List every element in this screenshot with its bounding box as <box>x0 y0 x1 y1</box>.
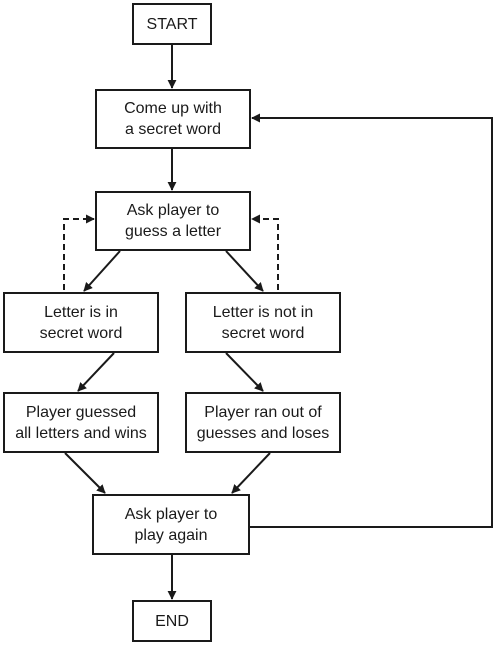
edge-letter-in-to-ask-guess-dashed <box>63 214 95 290</box>
node-letter-in-label: Letter is in secret word <box>39 303 123 342</box>
node-end: END <box>132 600 212 642</box>
node-player-guessed-all-wins: Player guessed all letters and wins <box>3 392 159 453</box>
node-ask-player-guess-letter: Ask player to guess a letter <box>95 191 251 251</box>
edge-ran-out-to-ask-again <box>231 452 271 494</box>
edge-letter-not-in-to-ask-guess-dashed <box>251 214 279 290</box>
node-letter-not-in-label: Letter is not in secret word <box>212 303 314 342</box>
node-start-label: START <box>146 15 198 33</box>
node-ask-guess-label: Ask player to guess a letter <box>124 202 222 240</box>
node-ran-out-label: Player ran out of guesses and loses <box>196 403 330 442</box>
node-ask-player-play-again: Ask player to play again <box>92 494 250 555</box>
node-ask-again-label: Ask player to play again <box>124 505 218 544</box>
node-letter-not-in-secret-word: Letter is not in secret word <box>185 292 341 353</box>
edge-ask-guess-to-letter-not-in <box>225 250 264 292</box>
node-player-ran-out-loses: Player ran out of guesses and loses <box>185 392 341 453</box>
edge-letter-in-to-guessed-all <box>77 352 115 392</box>
node-start: START <box>132 3 212 45</box>
node-come-up-label: Come up with a secret word <box>124 100 222 138</box>
node-guessed-all-label: Player guessed all letters and wins <box>15 403 147 442</box>
edge-letter-not-in-to-ran-out <box>225 352 264 392</box>
node-come-up-with-secret-word: Come up with a secret word <box>95 89 251 149</box>
edge-guessed-all-to-ask-again <box>64 452 106 494</box>
node-letter-in-secret-word: Letter is in secret word <box>3 292 159 353</box>
node-end-label: END <box>155 612 189 630</box>
edge-ask-again-to-come-up-loop <box>250 113 493 528</box>
edge-ask-guess-to-letter-in <box>83 250 121 292</box>
